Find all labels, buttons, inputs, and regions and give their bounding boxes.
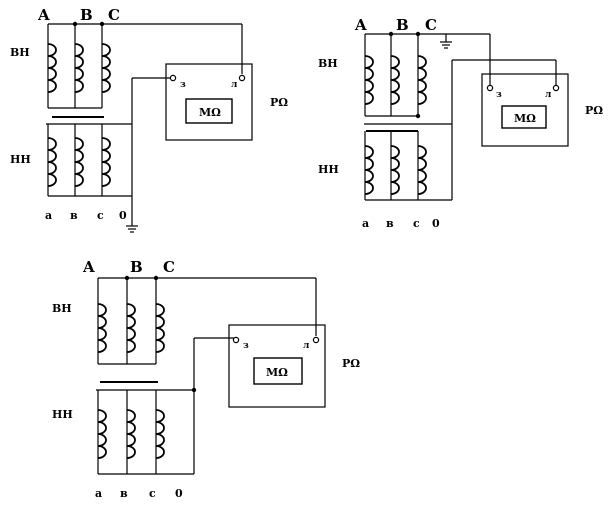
megohmmeter-box xyxy=(228,324,326,408)
megohmmeter-box xyxy=(165,63,253,141)
earth-terminal-label: з xyxy=(180,80,186,90)
terminal-label-a: а xyxy=(95,487,102,500)
hv-coil-b xyxy=(390,55,400,105)
megohmmeter-label: PΩ xyxy=(585,104,603,117)
phase-label-c: C xyxy=(163,258,175,276)
earth-terminal xyxy=(486,84,494,92)
phase-label-b: B xyxy=(130,258,143,276)
hv-coil-c xyxy=(155,303,165,353)
ground-icon xyxy=(126,225,138,233)
terminal-label-neutral: 0 xyxy=(175,487,183,500)
hv-coil-a xyxy=(364,55,374,105)
line-terminal-label: л xyxy=(545,90,552,100)
lv-winding-label: НН xyxy=(318,163,339,176)
lv-coil-c xyxy=(155,409,165,459)
hv-coil-a xyxy=(97,303,107,353)
lv-coil-a xyxy=(364,145,374,195)
terminal-label-b: в xyxy=(70,209,78,222)
lv-winding-label: НН xyxy=(10,153,31,166)
lv-coil-a xyxy=(97,409,107,459)
megohmmeter-display-label: MΩ xyxy=(199,106,221,119)
megohmmeter-label: PΩ xyxy=(342,357,360,370)
lv-coil-a xyxy=(47,137,57,187)
hv-coil-b xyxy=(74,43,84,93)
phase-label-a: A xyxy=(82,258,95,276)
terminal-label-c: с xyxy=(149,487,156,500)
megohmmeter-display xyxy=(253,357,303,385)
terminal-label-neutral: 0 xyxy=(119,209,127,222)
megohmmeter-display-label: MΩ xyxy=(266,366,288,379)
megohmmeter-display-label: MΩ xyxy=(514,112,536,125)
line-terminal xyxy=(552,84,560,92)
terminal-label-neutral: 0 xyxy=(432,217,440,230)
terminal-label-a: а xyxy=(45,209,52,222)
lv-coil-c xyxy=(101,137,111,187)
earth-terminal-label: з xyxy=(496,90,502,100)
phase-label-a: A xyxy=(37,6,50,24)
phase-label-c: C xyxy=(108,6,120,24)
lv-coil-c xyxy=(417,145,427,195)
megohmmeter-display xyxy=(185,98,233,124)
hv-winding-label: ВН xyxy=(10,46,30,59)
lv-winding-label: НН xyxy=(52,408,73,421)
phase-label-c: C xyxy=(425,16,437,34)
line-terminal xyxy=(312,336,320,344)
lv-coil-b xyxy=(390,145,400,195)
terminal-label-b: в xyxy=(120,487,128,500)
line-terminal-label: л xyxy=(303,341,310,351)
diagram-2: A B C ВН НН xyxy=(318,16,603,230)
megohmmeter-label: PΩ xyxy=(270,96,288,109)
line-terminal-label: л xyxy=(231,80,238,90)
phase-label-a: A xyxy=(354,16,367,34)
hv-winding-label: ВН xyxy=(52,302,72,315)
lv-coil-b xyxy=(74,137,84,187)
hv-coil-b xyxy=(126,303,136,353)
earth-terminal xyxy=(232,336,240,344)
hv-coil-c xyxy=(101,43,111,93)
ground-icon xyxy=(440,34,452,49)
terminal-label-c: с xyxy=(413,217,420,230)
lv-coil-b xyxy=(126,409,136,459)
diagram-3: A B C ВН НН а в с xyxy=(52,258,360,500)
line-terminal xyxy=(238,74,246,82)
earth-terminal xyxy=(169,74,177,82)
megohmmeter-box xyxy=(481,73,569,147)
phase-label-b: B xyxy=(396,16,409,34)
terminal-label-a: а xyxy=(362,217,369,230)
junction-dot xyxy=(415,113,421,119)
megohmmeter-display xyxy=(501,105,547,129)
terminal-label-b: в xyxy=(386,217,394,230)
hv-winding-label: ВН xyxy=(318,57,338,70)
earth-terminal-label: з xyxy=(243,341,249,351)
diagram-1: A B C ВН НН xyxy=(10,6,288,233)
terminal-label-c: с xyxy=(97,209,104,222)
hv-coil-a xyxy=(47,43,57,93)
phase-label-b: B xyxy=(80,6,93,24)
hv-coil-c xyxy=(417,55,427,105)
